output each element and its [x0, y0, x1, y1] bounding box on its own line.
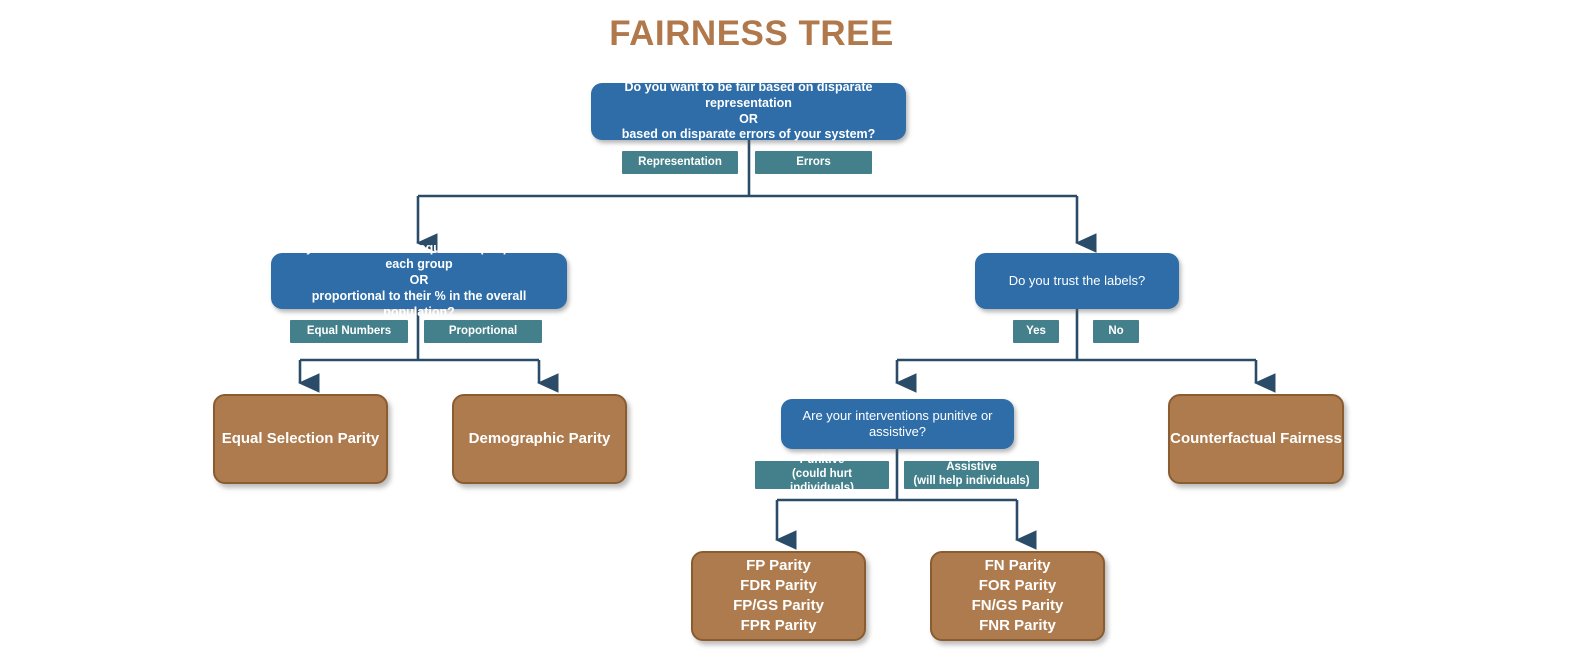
answer-no[interactable]: No	[1093, 320, 1139, 343]
decision-root-line-3: based on disparate errors of your system…	[621, 127, 876, 142]
leaf-punitive-metrics-line-4: FPR Parity	[740, 616, 817, 634]
answer-yes-label: Yes	[1026, 324, 1046, 337]
answer-yes[interactable]: Yes	[1013, 320, 1059, 343]
leaf-assistive-metrics-line-1: FN Parity	[984, 557, 1051, 575]
leaf-punitive-metrics-line-3: FP/GS Parity	[733, 597, 824, 614]
decision-intervention-type-text: Are your interventions punitive or assis…	[802, 407, 993, 440]
answer-punitive[interactable]: Punitive (could hurt individuals)	[755, 454, 889, 494]
decision-trust-labels-text: Do you trust the labels?	[1008, 272, 1146, 288]
leaf-equal-selection-parity[interactable]: Equal Selection Parity	[213, 394, 388, 484]
answer-assistive-line-1: Assistive	[946, 461, 997, 474]
leaf-punitive-metrics[interactable]: FP Parity FDR Parity FP/GS Parity FPR Pa…	[691, 551, 866, 641]
leaf-assistive-metrics[interactable]: FN Parity FOR Parity FN/GS Parity FNR Pa…	[930, 551, 1105, 641]
leaf-assistive-metrics-line-2: FOR Parity	[978, 577, 1057, 595]
leaf-demographic-parity[interactable]: Demographic Parity	[452, 394, 627, 484]
answer-proportional-label: Proportional	[448, 324, 518, 337]
decision-trust-labels[interactable]: Do you trust the labels?	[975, 253, 1179, 309]
leaf-assistive-metrics-line-3: FN/GS Parity	[971, 597, 1064, 614]
decision-selection-line-3: proportional to their % in the overall p…	[311, 288, 527, 319]
leaf-punitive-metrics-line-1: FP Parity	[746, 557, 811, 575]
answer-assistive-line-2: (will help individuals)	[913, 475, 1030, 487]
answer-no-label: No	[1108, 324, 1124, 337]
decision-selection-basis[interactable]: Do you need to select equal # of people …	[271, 241, 567, 319]
decision-intervention-type[interactable]: Are your interventions punitive or assis…	[781, 399, 1014, 449]
answer-equal-numbers[interactable]: Equal Numbers	[290, 320, 408, 343]
decision-root-line-2: OR	[739, 111, 758, 126]
answer-punitive-line-1: Punitive	[799, 454, 845, 467]
decision-root-line-1: Do you want to be fair based on disparat…	[624, 79, 873, 110]
answer-punitive-line-2: (could hurt individuals)	[790, 468, 854, 494]
leaf-counterfactual-fairness-label: Counterfactual Fairness	[1170, 430, 1342, 448]
answer-assistive[interactable]: Assistive (will help individuals)	[904, 461, 1039, 489]
leaf-counterfactual-fairness[interactable]: Counterfactual Fairness	[1168, 394, 1344, 484]
decision-selection-line-1: Do you need to select equal # of people …	[285, 241, 552, 272]
answer-errors[interactable]: Errors	[755, 151, 872, 174]
answer-equal-numbers-label: Equal Numbers	[306, 324, 392, 337]
decision-root-fairness-basis[interactable]: Do you want to be fair based on disparat…	[591, 79, 906, 142]
decision-selection-line-2: OR	[409, 273, 429, 288]
answer-representation[interactable]: Representation	[622, 151, 738, 174]
page-title: FAIRNESS TREE	[609, 14, 894, 53]
leaf-assistive-metrics-line-4: FNR Parity	[979, 616, 1056, 634]
leaf-equal-selection-parity-label: Equal Selection Parity	[221, 430, 380, 448]
leaf-punitive-metrics-line-2: FDR Parity	[740, 577, 817, 595]
answer-errors-label: Errors	[796, 155, 831, 168]
answer-proportional[interactable]: Proportional	[424, 320, 542, 343]
leaf-demographic-parity-label: Demographic Parity	[468, 430, 611, 448]
answer-representation-label: Representation	[638, 155, 722, 168]
